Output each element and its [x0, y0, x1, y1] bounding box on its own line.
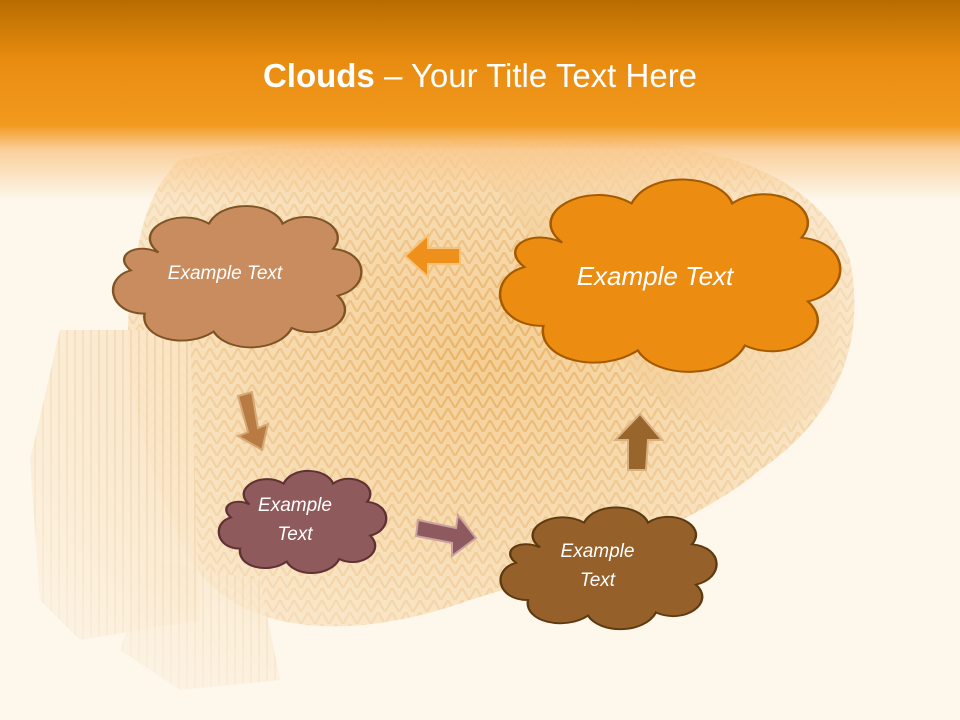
arrow-left-icon — [403, 232, 461, 280]
arrow-up-icon — [612, 412, 665, 471]
title-bar — [0, 0, 960, 200]
title-bold-part: Clouds — [262, 57, 375, 94]
cloud-bottom-right-text[interactable]: Example Text — [560, 541, 635, 591]
title-rest-part: – Your Title Text Here — [374, 57, 698, 94]
cloud-top-right-text[interactable]: Example Text — [576, 260, 734, 291]
cloud-top-left-text[interactable]: Example Text — [167, 263, 283, 284]
slide-title[interactable]: Clouds – Your Title Text Here — [0, 52, 960, 100]
arrow-down-right-icon — [235, 390, 270, 452]
arrow-right-icon — [414, 512, 478, 558]
cloud-bottom-left-text[interactable]: Example Text — [258, 495, 332, 545]
